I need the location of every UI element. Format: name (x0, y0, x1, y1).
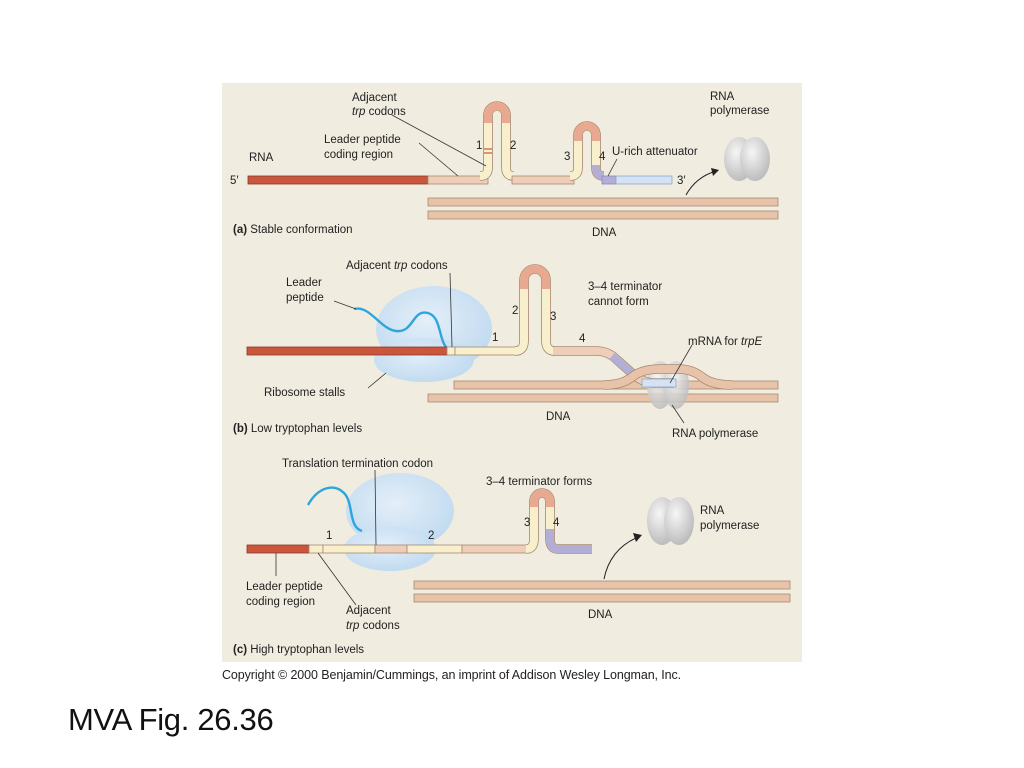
panel-c-label-rna-polymerase-1: RNA (700, 505, 725, 517)
panel-a-num-4: 4 (599, 151, 606, 163)
panel-a-rna-polymerase-right (740, 137, 770, 181)
panel-b-label-ribosome-stalls: Ribosome stalls (264, 387, 345, 399)
panel-b-trp-codons (446, 346, 456, 356)
panel-a-label-rna: RNA (249, 152, 274, 164)
panel-c-dna-strand-top (413, 580, 791, 590)
panel-a-dna-strand-bottom (427, 210, 779, 220)
panel-c-leader-peptide-chain (306, 486, 363, 533)
panel-c-label-rna-polymerase-2: polymerase (700, 520, 759, 532)
panel-a-label-trp-codons: trp codons (352, 106, 406, 118)
panel-b-label-dna: DNA (546, 411, 571, 423)
panel-b-label-mrna-for-trpe: mRNA for trpE (688, 336, 762, 348)
panel-b-region-4-purple (609, 352, 637, 379)
panel-c-label-terminator-forms: 3–4 terminator forms (486, 476, 592, 488)
panel-c-label-trp-codons: trp codons (346, 620, 400, 632)
panel-b-region-1 (454, 346, 520, 356)
panel-c-num-2: 2 (428, 530, 434, 542)
panel-c-region-4-purple (546, 529, 592, 553)
panel-b-label-terminator-cannot-1: 3–4 terminator (588, 281, 662, 293)
panel-b-dna-strand-bottom (427, 393, 779, 403)
panel-c-label-adjacent: Adjacent (346, 605, 392, 617)
panel-b-label-rna-polymerase: RNA polymerase (672, 428, 758, 440)
panel-c-rna-middle (461, 544, 531, 554)
panel-c-label-coding-region: coding region (246, 596, 315, 608)
panel-b: Adjacent trp codons Leader peptide 3–4 t… (233, 260, 779, 440)
panel-c-num-4: 4 (553, 517, 560, 529)
panel-a-label-rna-polymerase-2: polymerase (710, 105, 769, 117)
panel-c-rna-leader (246, 544, 310, 554)
panel-c-region-2 (406, 544, 463, 554)
panel-a-dna-strand-top (427, 197, 779, 207)
panel-b-label-leader: Leader (286, 277, 322, 289)
panel-c-trp-codons (308, 544, 324, 554)
panel-c-label-leader-peptide: Leader peptide (246, 581, 323, 593)
panel-c: Translation termination codon 3–4 termin… (233, 458, 791, 656)
panel-b-label-terminator-cannot-2: cannot form (588, 296, 649, 308)
panel-b-caption: (b) Low tryptophan levels (233, 423, 362, 435)
panel-b-num-1: 1 (492, 332, 498, 344)
panel-b-rna-leader (246, 346, 448, 356)
panel-c-label-dna: DNA (588, 609, 613, 621)
slide-title: MVA Fig. 26.36 (68, 702, 274, 737)
panel-a-rna-middle (511, 175, 575, 185)
panel-b-leader-peptide-chain (353, 307, 449, 350)
panel-b-leader-mrna-trpe (669, 344, 693, 384)
panel-c-rna-polymerase-right (664, 497, 694, 545)
panel-b-ribosome-lower (374, 338, 474, 382)
panel-c-dna-strand-bottom (413, 593, 791, 603)
panel-a-loop-1-2-cap (484, 102, 510, 123)
panel-b-num-2: 2 (512, 305, 518, 317)
panel-b-leader-rna-polymerase (671, 404, 685, 424)
panel-c-caption: (c) High tryptophan levels (233, 644, 364, 656)
panel-b-leader-ribosome-stalls (367, 372, 387, 389)
panel-a-rna-leader (247, 175, 429, 185)
panel-b-num-4: 4 (579, 333, 586, 345)
panel-a-num-1: 1 (476, 140, 482, 152)
panel-a-label-adjacent: Adjacent (352, 92, 398, 104)
panel-a-rna-leader-peptide-region (427, 175, 489, 185)
copyright-notice: Copyright © 2000 Benjamin/Cummings, an i… (222, 668, 682, 682)
panel-a-caption: (a) Stable conformation (233, 224, 353, 236)
panel-b-label-peptide: peptide (286, 292, 324, 304)
panel-b-dna-bubble (603, 365, 733, 389)
panel-c-terminator-loop (530, 489, 554, 507)
panel-c-label-translation-termination: Translation termination codon (282, 458, 433, 470)
panel-c-leader-adjacent-trp (317, 552, 357, 606)
panel-a-label-3-prime: 3′ (677, 175, 686, 187)
panel-a-num-3: 3 (564, 151, 570, 163)
panel-b-loop-2-3-cap (520, 265, 550, 289)
panel-a-leader-coding-region (418, 142, 459, 177)
panel-a: Adjacent trp codons Leader peptide codin… (230, 91, 779, 239)
panel-a-label-5-prime: 5′ (230, 175, 239, 187)
panel-a-polymerase-arrowhead (711, 168, 719, 176)
panel-c-num-3: 3 (524, 517, 530, 529)
trp-attenuation-figure: Adjacent trp codons Leader peptide codin… (222, 83, 802, 662)
panel-c-polymerase-arrow (603, 536, 639, 580)
figure-svg: Adjacent trp codons Leader peptide codin… (222, 83, 802, 662)
panel-a-leader-u-rich (607, 158, 618, 177)
panel-c-region-1 (322, 544, 376, 554)
panel-c-leader-termination-codon (374, 469, 377, 546)
panel-c-stop-region (374, 544, 408, 554)
panel-c-polymerase-arrowhead (633, 533, 642, 542)
panel-a-label-coding-region: coding region (324, 149, 393, 161)
panel-a-label-leader-peptide: Leader peptide (324, 134, 401, 146)
panel-a-u-rich-attenuator (601, 175, 617, 185)
panel-a-label-dna: DNA (592, 227, 617, 239)
panel-b-leader-peptide-line (333, 300, 357, 310)
panel-a-rna-3-end (615, 175, 673, 185)
panel-b-mrna-trpe (641, 378, 677, 388)
panel-a-leader-adjacent-trp (391, 114, 487, 167)
panel-b-leader-adjacent-trp (449, 272, 453, 348)
panel-c-num-1: 1 (326, 530, 332, 542)
panel-b-label-adjacent-trp-codons: Adjacent trp codons (346, 260, 448, 272)
panel-b-num-3: 3 (550, 311, 556, 323)
panel-a-loop-3-4-cap (574, 122, 600, 141)
panel-a-label-rna-polymerase-1: RNA (710, 91, 735, 103)
panel-a-num-2: 2 (510, 140, 516, 152)
panel-a-label-u-rich-attenuator: U-rich attenuator (612, 146, 698, 158)
